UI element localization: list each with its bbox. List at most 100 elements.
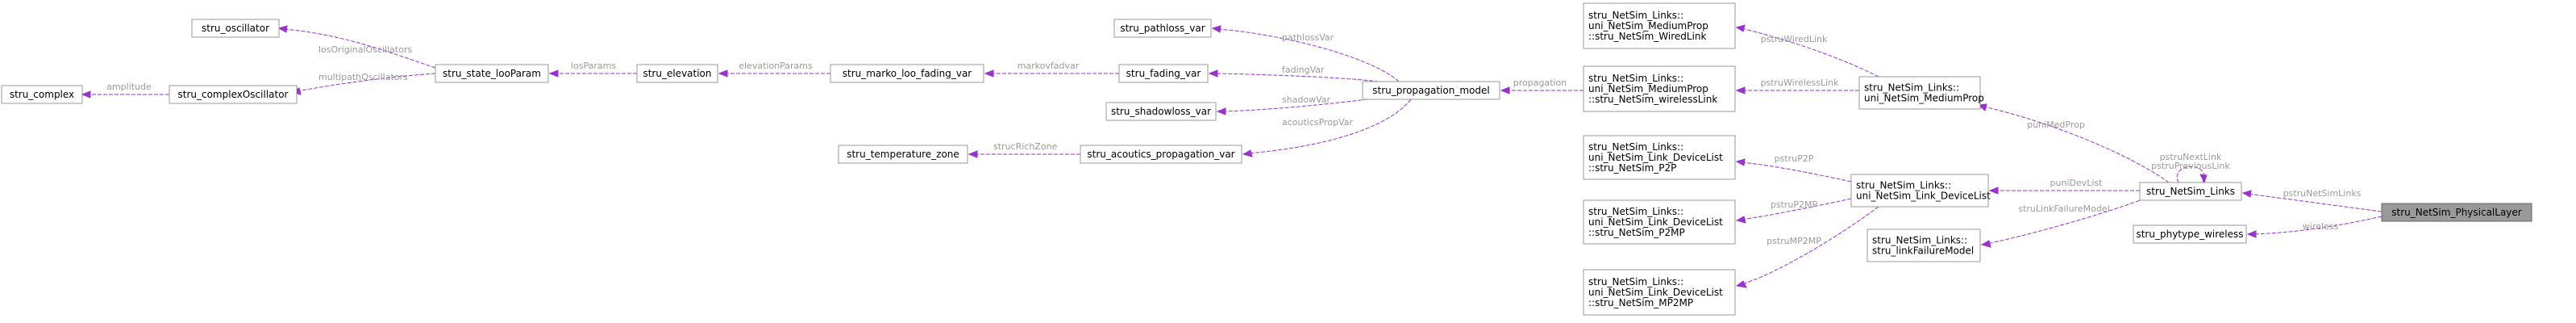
node-wired-link[interactable]: stru_NetSim_Links::uni_NetSim_MediumProp… <box>1583 2 1736 49</box>
node-box <box>1 85 83 104</box>
node-label: stru_linkFailureModel <box>1872 245 1974 257</box>
edge-label: pstruPreviousLink <box>2151 161 2230 171</box>
edge-wireless: wireless <box>2246 216 2382 238</box>
node-stru-fading-var[interactable]: stru_fading_var <box>1118 64 1209 83</box>
node-stru-pathloss-var[interactable]: stru_pathloss_var <box>1113 19 1212 38</box>
node-label: uni_NetSim_MediumProp <box>1588 20 1708 31</box>
arrowhead <box>1735 24 1746 32</box>
edge-label: struLinkFailureModel <box>2018 203 2109 214</box>
edge-puniMedProp: puniMedProp <box>1977 103 2170 183</box>
node-label: uni_NetSim_Link_DeviceList <box>1588 152 1723 163</box>
node-label: stru_NetSim_PhysicalLayer <box>2391 207 2522 218</box>
arrowhead <box>2199 174 2208 184</box>
node-box <box>2381 203 2532 222</box>
node-link-failure[interactable]: stru_NetSim_Links::stru_linkFailureModel <box>1866 229 1981 262</box>
node-label: stru_complex <box>10 89 74 100</box>
edge-label: pstruP2P <box>1775 153 1814 164</box>
node-label: ::stru_NetSim_P2P <box>1588 162 1676 174</box>
edge-line <box>1741 162 1852 182</box>
arrowhead <box>718 69 728 78</box>
arrowhead <box>1735 86 1746 94</box>
node-stru-complex[interactable]: stru_complex <box>1 85 83 104</box>
edge-label: propagation <box>1513 78 1567 88</box>
node-label: stru_phytype_wireless <box>2136 229 2243 240</box>
node-box <box>169 85 298 104</box>
node-label: ::stru_NetSim_wirelessLink <box>1588 94 1717 105</box>
edge-pstruNetSimLinks: pstruNetSimLinks <box>2241 188 2382 212</box>
edge-label: wireless <box>2303 221 2339 232</box>
node-stru-state-looParam[interactable]: stru_state_looParam <box>435 64 549 83</box>
edge-line <box>283 28 436 69</box>
node-stru-oscillator[interactable]: stru_oscillator <box>191 19 280 38</box>
edge-label: pstruP2MP <box>1771 199 1818 210</box>
edge-label: pstruMP2MP <box>1767 236 1821 246</box>
arrowhead <box>968 150 978 158</box>
edge-label: shadowVar <box>1282 94 1331 105</box>
node-label: uni_NetSim_MediumProp <box>1588 83 1708 94</box>
node-box <box>1583 65 1736 112</box>
node-stru-acoutics-propagation-var[interactable]: stru_acoutics_propagation_var <box>1080 145 1242 164</box>
edge-multipathOscillators: multipathOscillators <box>290 72 436 95</box>
edge-fadingVar: fadingVar <box>1208 65 1380 82</box>
edge-line <box>1986 198 2145 245</box>
node-label: stru_shadowloss_var <box>1111 106 1211 117</box>
node-label: ::stru_NetSim_P2MP <box>1588 227 1685 238</box>
node-p2mp[interactable]: stru_NetSim_Links::uni_NetSim_Link_Devic… <box>1583 199 1736 245</box>
edge-label: puniMedProp <box>2027 120 2085 130</box>
arrowhead <box>277 25 288 33</box>
node-box <box>1080 145 1242 164</box>
edge-line <box>1741 198 1852 220</box>
node-stru-NetSim-PhysicalLayer[interactable]: stru_NetSim_PhysicalLayer <box>2381 203 2532 222</box>
node-stru-phytype-wireless[interactable]: stru_phytype_wireless <box>2133 224 2247 244</box>
arrowhead <box>1988 187 1999 195</box>
arrowhead <box>1208 69 1218 78</box>
arrowhead <box>1735 280 1747 288</box>
node-wireless-link[interactable]: stru_NetSim_Links::uni_NetSim_MediumProp… <box>1583 65 1736 112</box>
node-device-list[interactable]: stru_NetSim_Links::uni_NetSim_Link_Devic… <box>1850 174 1991 208</box>
edge-amplitude: amplitude <box>81 82 169 99</box>
node-stru-NetSim-Links[interactable]: stru_NetSim_Links <box>2139 182 2242 201</box>
edge-shadowVar: shadowVar <box>1216 94 1380 115</box>
node-label: uni_NetSim_MediumProp <box>1864 93 1984 104</box>
arrowhead <box>1735 216 1746 224</box>
node-box <box>838 145 968 164</box>
node-stru-shadowloss-var[interactable]: stru_shadowloss_var <box>1105 102 1217 121</box>
edge-label: pstruNextLink <box>2160 152 2222 162</box>
node-p2p[interactable]: stru_NetSim_Links::uni_NetSim_Link_Devic… <box>1583 135 1736 180</box>
edge-pstruP2MP: pstruP2MP <box>1735 198 1852 224</box>
node-stru-marko-loo-fading-var[interactable]: stru_marko_loo_fading_var <box>830 64 984 83</box>
arrowhead <box>548 69 559 78</box>
edge-label: multipathOscillators <box>318 72 408 82</box>
edge-strucRichZone: strucRichZone <box>968 141 1080 158</box>
edge-line <box>1741 27 1879 78</box>
node-stru-temperature-zone[interactable]: stru_temperature_zone <box>838 145 968 164</box>
node-label: stru_fading_var <box>1126 68 1201 79</box>
arrowhead <box>2246 230 2257 238</box>
node-stru-propagation-model[interactable]: stru_propagation_model <box>1362 81 1500 100</box>
edge-label: markovfadvar <box>1017 61 1080 71</box>
node-medium-prop[interactable]: stru_NetSim_Links::uni_NetSim_MediumProp <box>1858 76 1984 110</box>
edge-pathlossVar: pathlossVar <box>1211 25 1400 82</box>
node-box <box>830 64 984 83</box>
node-box <box>1118 64 1209 83</box>
node-stru-complexOscillator[interactable]: stru_complexOscillator <box>169 85 298 104</box>
node-label: stru_NetSim_Links:: <box>1588 141 1683 153</box>
node-label: uni_NetSim_Link_DeviceList <box>1588 287 1723 298</box>
edge-pstruP2P: pstruP2P <box>1735 153 1852 182</box>
edge-losParams: losParams <box>548 61 637 78</box>
edge-label: pstruWirelessLink <box>1760 78 1839 88</box>
node-mp2mp[interactable]: stru_NetSim_Links::uni_NetSim_Link_Devic… <box>1583 269 1736 316</box>
edge-struLinkFailureModel: struLinkFailureModel <box>1980 198 2145 248</box>
node-label: uni_NetSim_Link_DeviceList <box>1588 216 1723 228</box>
node-label: ::stru_NetSim_WiredLink <box>1588 31 1707 42</box>
edge-line <box>1213 73 1380 82</box>
node-box <box>1113 19 1212 38</box>
node-label: stru_acoutics_propagation_var <box>1087 149 1234 160</box>
node-label: stru_NetSim_Links:: <box>1588 206 1683 217</box>
node-label: stru_complexOscillator <box>178 89 289 100</box>
node-stru-elevation[interactable]: stru_elevation <box>636 64 718 83</box>
arrowhead <box>81 90 91 99</box>
edge-line <box>1221 97 1380 112</box>
node-box <box>636 64 718 83</box>
